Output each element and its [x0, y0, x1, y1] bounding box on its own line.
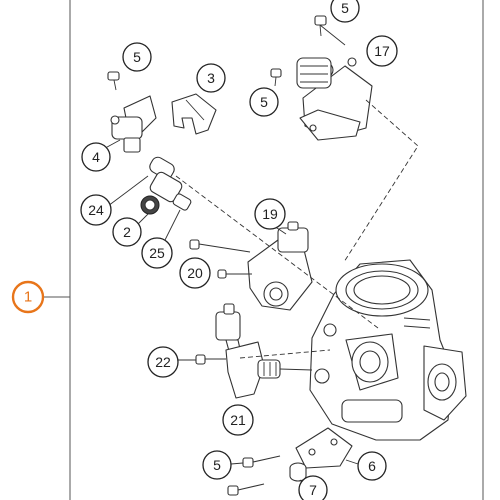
callout-1: 1 — [11, 280, 45, 314]
callout-24-label: 24 — [88, 202, 104, 218]
callout-5-bottom: 5 — [202, 450, 232, 480]
callout-5-sensor-label: 5 — [260, 94, 268, 110]
callout-22: 22 — [147, 346, 179, 378]
callout-4-label: 4 — [92, 149, 100, 165]
callout-1-label: 1 — [24, 289, 32, 306]
callout-5-left: 5 — [122, 42, 152, 72]
callout-21-label: 21 — [230, 412, 246, 428]
callout-4: 4 — [81, 142, 111, 172]
callout-17-label: 17 — [374, 43, 390, 59]
injector-part — [107, 156, 192, 243]
screw-bottom-part — [227, 455, 281, 496]
callout-20: 20 — [179, 257, 211, 289]
callout-24: 24 — [80, 194, 112, 226]
callout-3-label: 3 — [207, 70, 215, 86]
callout-7-label: 7 — [309, 482, 317, 498]
tps-sensor-part — [215, 303, 313, 399]
callout-5-sensor: 5 — [249, 87, 279, 117]
sensor-bracket-part — [97, 95, 157, 153]
callout-5-bottom-label: 5 — [213, 457, 221, 473]
callout-6-label: 6 — [368, 458, 376, 474]
screw-sensor-part — [270, 68, 282, 87]
screw-22-part — [178, 354, 226, 365]
callout-2-label: 2 — [123, 224, 131, 240]
callout-5-top: 5 — [330, 0, 360, 23]
bolt-20-part — [189, 239, 252, 279]
callout-3: 3 — [196, 63, 226, 93]
callout-7: 7 — [298, 475, 328, 500]
callout-5-left-label: 5 — [133, 49, 141, 65]
screw-left-part — [107, 71, 120, 91]
callout-19: 19 — [254, 198, 286, 230]
cover-plate-part — [295, 427, 359, 469]
callout-20-label: 20 — [187, 265, 203, 281]
callout-6: 6 — [357, 451, 387, 481]
alignment-line-sensor — [343, 99, 419, 263]
callout-2: 2 — [112, 217, 142, 247]
alignment-line-injector — [175, 175, 379, 329]
idle-air-valve-part — [296, 57, 373, 141]
callout-22-label: 22 — [155, 354, 171, 370]
callout-25-label: 25 — [149, 245, 165, 261]
manifold-sensor-part — [247, 221, 313, 311]
retaining-clip-part — [171, 93, 217, 135]
callout-17: 17 — [366, 35, 398, 67]
screw-top-part — [314, 15, 346, 46]
throttle-body-part — [309, 259, 467, 441]
callout-5-top-label: 5 — [341, 0, 349, 16]
callout-21: 21 — [222, 404, 254, 436]
callout-25: 25 — [141, 237, 173, 269]
alignment-line-tps — [239, 349, 331, 359]
callout-19-label: 19 — [262, 206, 278, 222]
